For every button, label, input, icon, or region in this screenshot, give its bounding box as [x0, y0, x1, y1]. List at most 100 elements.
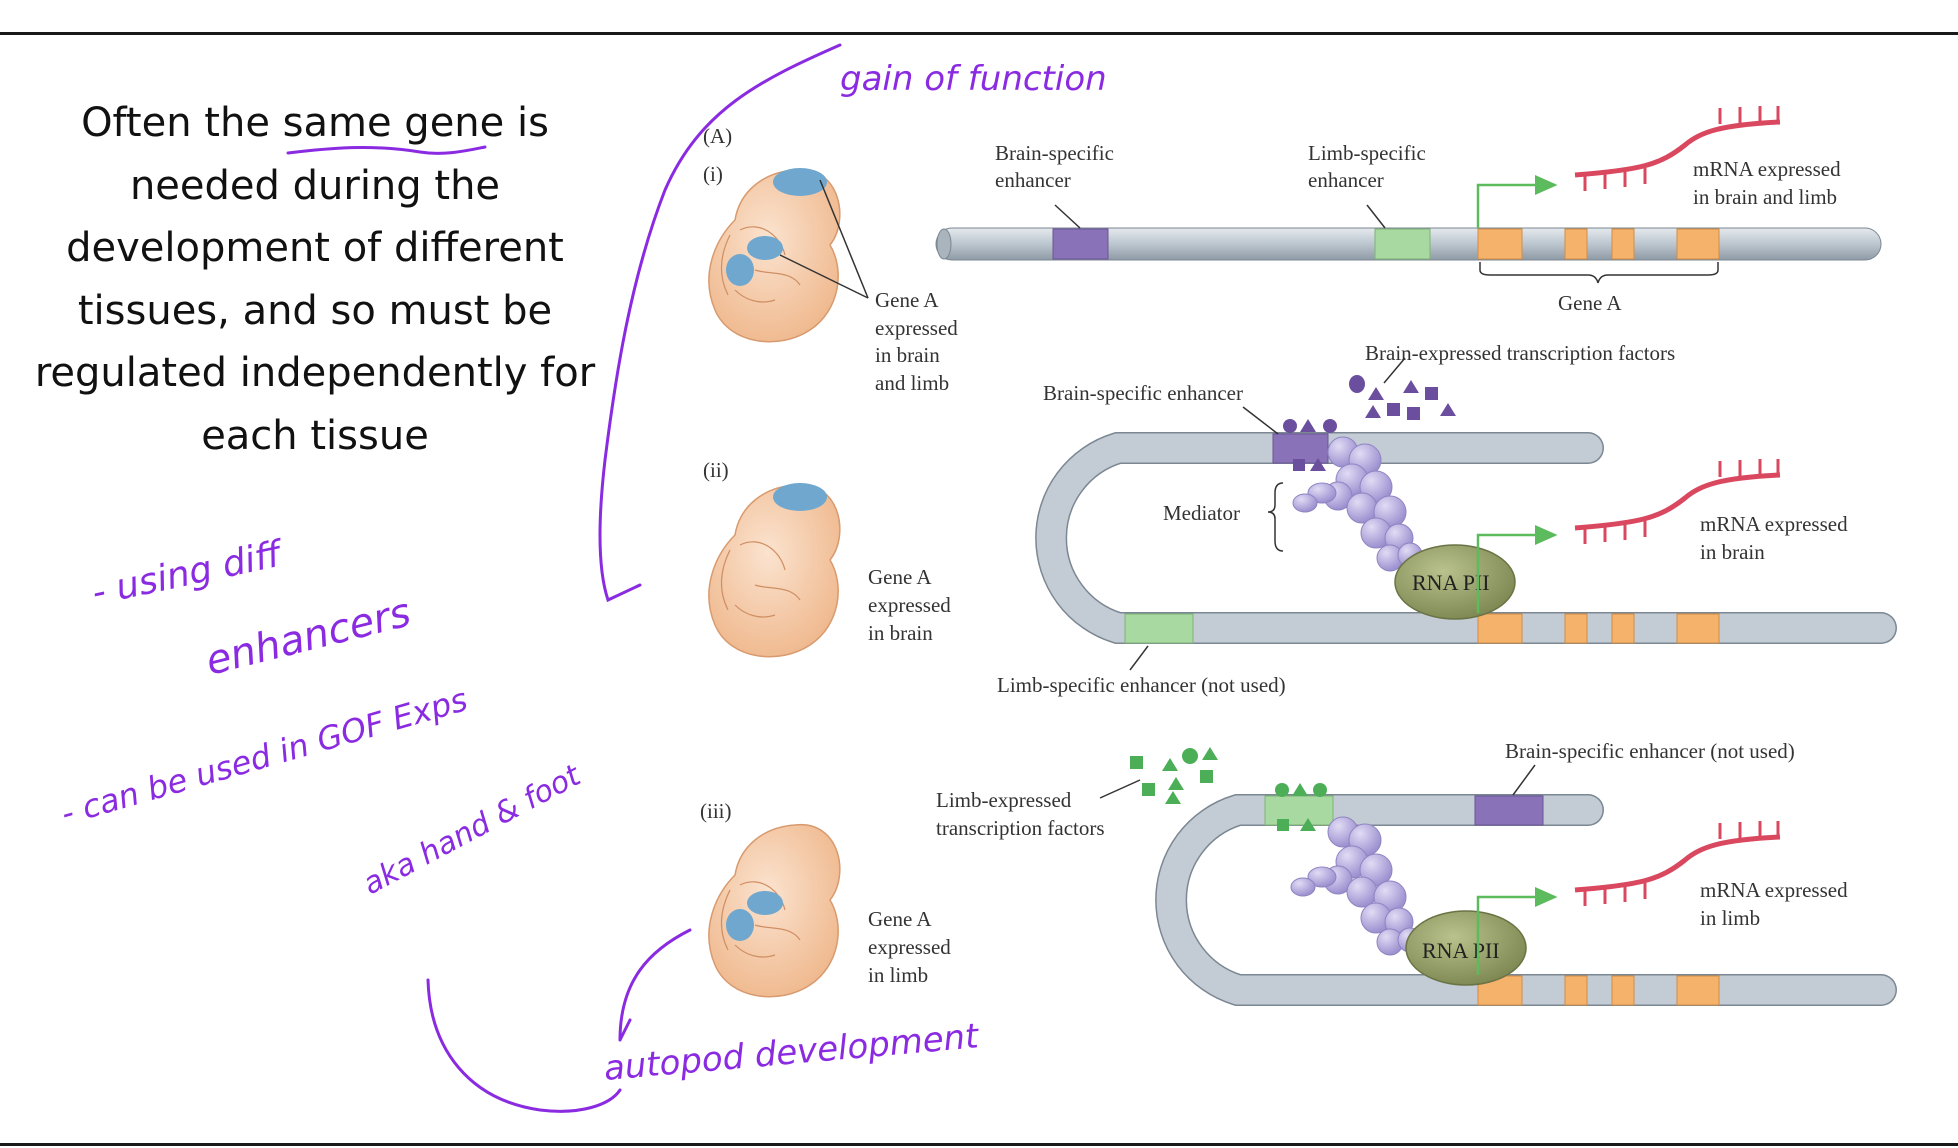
unused-limb-enhancer-label: Limb-specific enhancer (not used) — [997, 673, 1286, 697]
bound-tfs-iii — [1275, 783, 1327, 831]
svg-text:in limb: in limb — [1700, 906, 1760, 930]
text-line-3: development of different — [66, 225, 564, 271]
limb-enhancer-label-i: Limb-specific — [1308, 141, 1426, 165]
mediator-ii — [1292, 436, 1423, 572]
rna-pii-iii — [1405, 910, 1527, 986]
gene-a-caption-ii: Gene A expressed in brain — [868, 565, 951, 645]
autopod-bracket — [426, 978, 622, 1113]
svg-text:transcription factors: transcription factors — [936, 816, 1105, 840]
tss-arrow-i — [1476, 175, 1558, 228]
forelimb-region — [747, 236, 783, 260]
limb-enhancer-ii — [1124, 613, 1194, 644]
svg-text:expressed: expressed — [868, 935, 951, 959]
exon-3-ii — [1611, 613, 1635, 644]
underlined-phrase: same gene — [282, 100, 505, 146]
exon-4-i — [1676, 228, 1720, 260]
exon-3-i — [1611, 228, 1635, 260]
annotation-autopod: autopod development — [602, 1016, 981, 1089]
text-line-6: each tissue — [201, 412, 429, 459]
svg-text:expressed: expressed — [875, 316, 958, 340]
svg-text:in brain: in brain — [875, 343, 940, 367]
embryo-iii — [708, 823, 841, 998]
brain-tf-label: Brain-expressed transcription factors — [1365, 341, 1675, 365]
embryo-i — [708, 168, 841, 343]
bottom-rule — [0, 1143, 1958, 1146]
top-rule — [0, 32, 1958, 35]
exon-2-iii — [1564, 975, 1588, 1006]
svg-text:Gene A: Gene A — [868, 565, 932, 589]
annotation-can-be-used: - can be used in GOF Exps — [57, 680, 472, 832]
brain-enhancer-iii — [1474, 795, 1544, 826]
svg-text:in limb: in limb — [868, 963, 928, 987]
exon-2-i — [1564, 228, 1588, 260]
exon-1-i — [1477, 228, 1523, 260]
gene-a-brace-i — [1479, 262, 1719, 284]
brain-region — [773, 483, 827, 511]
mediator-iii — [1290, 816, 1423, 956]
free-tfs-iii — [1130, 747, 1218, 804]
free-tfs-ii — [1349, 375, 1456, 420]
svg-text:enhancer: enhancer — [1308, 168, 1384, 192]
exon-2-ii — [1564, 613, 1588, 644]
mrna-label-ii: mRNA expressed — [1700, 512, 1848, 536]
dna-loop-iii — [1156, 795, 1896, 1005]
tss-arrow-iii — [1476, 887, 1558, 975]
exon-4-iii — [1676, 975, 1720, 1006]
exon-1-ii — [1477, 613, 1523, 644]
limb-enhancer-iii — [1264, 795, 1334, 826]
underline-stroke — [286, 145, 487, 155]
limb-enhancer-i — [1374, 228, 1431, 260]
panel-iii-label: (iii) — [700, 799, 732, 823]
mrna-i — [1574, 106, 1781, 191]
gene-a-caption-i: Gene A expressed in brain and limb — [875, 288, 958, 395]
embryo-ii — [708, 483, 841, 658]
gene-a-caption-iii: Gene A expressed in limb — [868, 907, 951, 987]
autopod-arrow — [618, 928, 692, 1042]
forelimb-region — [747, 891, 783, 915]
hindlimb-region — [726, 909, 754, 941]
svg-text:and limb: and limb — [875, 371, 949, 395]
rna-pii-label-ii: RNA PII — [1412, 570, 1490, 595]
text-line-5: regulated independently for — [34, 350, 596, 396]
exon-3-iii — [1611, 975, 1635, 1006]
panel-i-label: (i) — [703, 162, 723, 186]
unused-brain-enhancer-label: Brain-specific enhancer (not used) — [1505, 739, 1795, 763]
brain-enhancer-label-ii: Brain-specific enhancer — [1043, 381, 1243, 405]
svg-text:expressed: expressed — [868, 593, 951, 617]
annotation-gain-of-function: gain of function — [840, 59, 1107, 99]
svg-text:in brain and limb: in brain and limb — [1693, 185, 1837, 209]
svg-text:in brain: in brain — [1700, 540, 1765, 564]
tss-arrow-ii — [1476, 525, 1558, 613]
annotation-enhancers: enhancers — [201, 589, 415, 684]
svg-text:Gene A: Gene A — [868, 907, 932, 931]
annotation-aka: aka hand & foot — [357, 758, 587, 902]
gain-of-function-bracket — [598, 43, 842, 603]
mrna-label-iii: mRNA expressed — [1700, 878, 1848, 902]
panel-i: (i) Gene A expressed in brain and limb B… — [703, 106, 1882, 395]
svg-text:enhancer: enhancer — [995, 168, 1071, 192]
mrna-iii — [1574, 821, 1781, 906]
text-line-1: Often the same gene is — [81, 100, 549, 146]
svg-text:in brain: in brain — [868, 621, 933, 645]
mediator-label: Mediator — [1163, 501, 1240, 525]
hindlimb-region — [726, 254, 754, 286]
panel-ii-label: (ii) — [703, 458, 729, 482]
exon-4-ii — [1676, 613, 1720, 644]
text-line-4: tissues, and so must be — [77, 287, 553, 334]
mrna-label-i: mRNA expressed — [1693, 157, 1841, 181]
mrna-ii — [1574, 459, 1781, 544]
gene-a-label-i: Gene A — [1558, 291, 1622, 315]
brain-enhancer-i — [1052, 228, 1109, 260]
brain-enhancer-label-i: Brain-specific — [995, 141, 1114, 165]
dna-loop-ii — [1036, 433, 1896, 643]
brain-enhancer-ii — [1272, 433, 1329, 464]
annotation-using-diff: - using diff — [88, 533, 288, 614]
svg-text:Gene A: Gene A — [875, 288, 939, 312]
panel-a-label: (A) — [703, 124, 732, 148]
slide-main-text: Often the same gene is needed during the… — [20, 92, 610, 467]
panel-iii: (iii) Gene A expressed in limb — [700, 739, 1897, 1006]
brain-region — [773, 168, 827, 196]
limb-tf-label: Limb-expressed — [936, 788, 1072, 812]
text-line-2: needed during the — [129, 162, 501, 209]
